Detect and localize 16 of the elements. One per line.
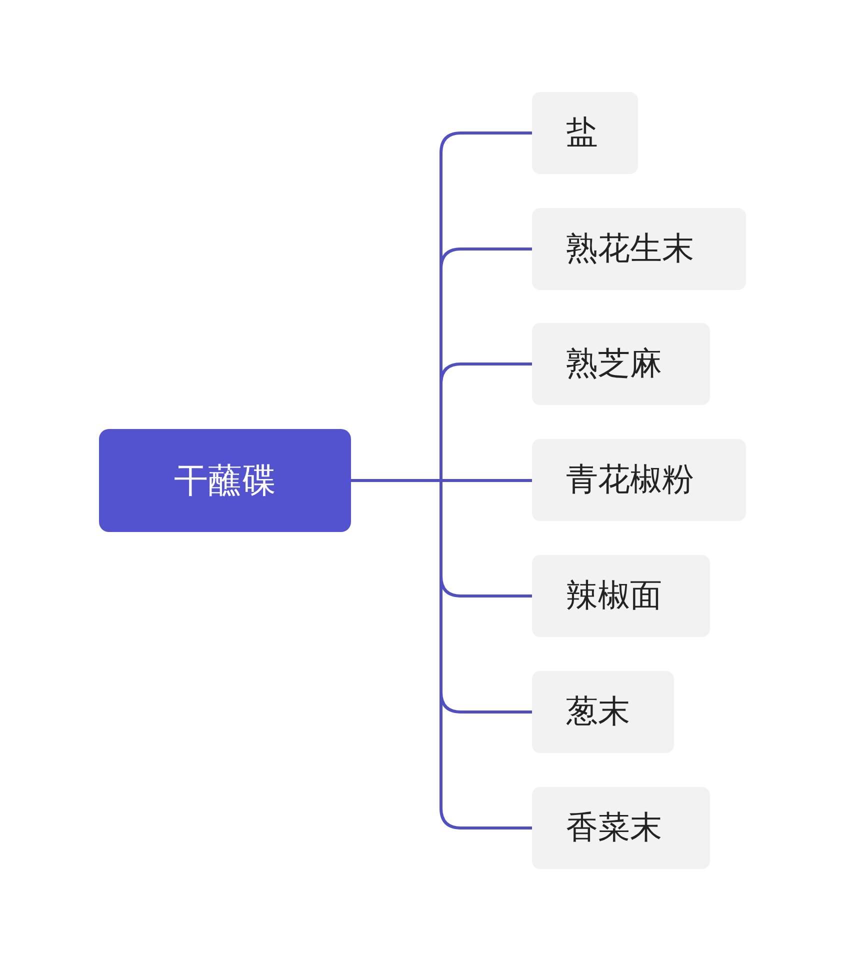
subtopic-box <box>532 439 746 521</box>
subtopic-box <box>532 208 746 290</box>
subtopic-box <box>532 671 674 753</box>
subtopic-label: 葱末 <box>566 691 630 732</box>
subtopic-label: 熟芝麻 <box>566 343 662 384</box>
topic-box <box>99 429 351 532</box>
subtopic-label: 青花椒粉 <box>566 459 694 500</box>
subtopic-box <box>532 787 710 869</box>
topic-label: 干蘸碟 <box>174 460 276 502</box>
subtopic-label: 辣椒面 <box>566 575 662 616</box>
subtopic-label: 香菜末 <box>566 807 662 848</box>
subtopic-box <box>532 92 638 174</box>
subtopic-box <box>532 323 710 405</box>
subtopic-label: 熟花生末 <box>566 228 694 269</box>
subtopic-box <box>532 555 710 637</box>
subtopic-label: 盐 <box>566 112 598 153</box>
